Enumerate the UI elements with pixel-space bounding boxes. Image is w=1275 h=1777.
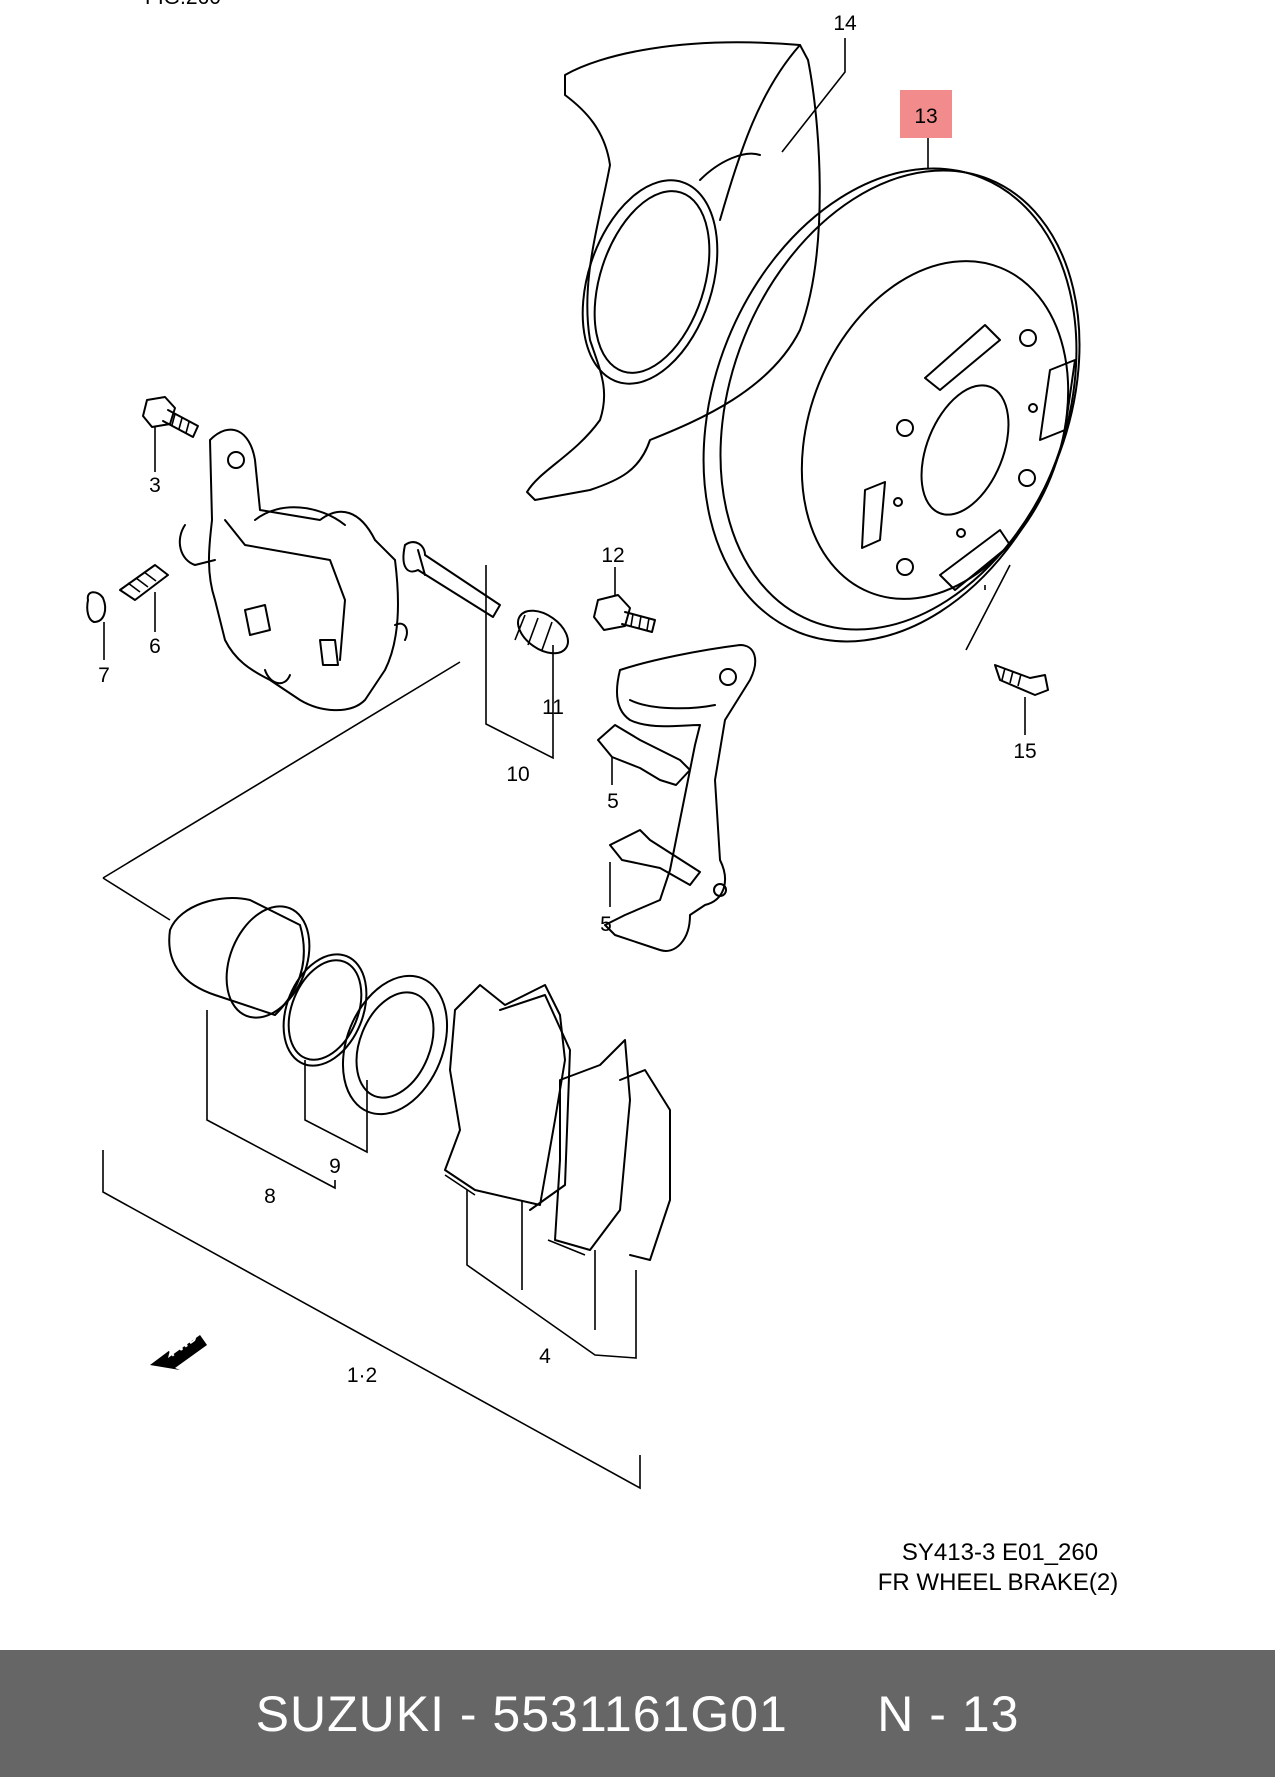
bleeder-screw	[119, 564, 169, 601]
pin-boot	[514, 609, 569, 655]
disc-screw	[994, 664, 1049, 696]
parts-diagram: FIG.260	[86, 0, 1118, 1596]
callout-9: 9	[329, 1155, 341, 1178]
diagram-title: FR WHEEL BRAKE(2)	[878, 1569, 1118, 1596]
callout-7: 7	[98, 664, 110, 687]
header-fragment: FIG.260	[145, 0, 221, 9]
piston-seal	[282, 953, 368, 1067]
footer-gap	[788, 1685, 877, 1743]
dust-shield	[526, 41, 821, 501]
footer-ref: N - 13	[877, 1685, 1020, 1742]
callout-6: 6	[149, 635, 161, 658]
footer-brand: SUZUKI	[255, 1685, 445, 1742]
caliper-body	[178, 428, 408, 712]
callout-labels: 14 13 3 6 7 12 11 10 5 5 15 9 8 4 1·2	[98, 12, 1037, 1387]
callout-10: 10	[506, 763, 529, 786]
callout-5-upper: 5	[607, 790, 619, 813]
caliper-bracket	[604, 644, 757, 952]
callout-15: 15	[1013, 740, 1036, 763]
footer-part-number: 5531161G01	[492, 1685, 788, 1742]
piston	[168, 897, 311, 1019]
brake-pads	[444, 984, 671, 1261]
leader-lines	[102, 38, 1026, 1490]
footer-separator: -	[444, 1685, 493, 1742]
callout-11: 11	[542, 696, 564, 719]
brake-disc	[702, 167, 1081, 643]
bleeder-cap	[86, 591, 107, 623]
callout-4: 4	[539, 1345, 551, 1368]
diagram-code: SY413-3 E01_260	[902, 1539, 1098, 1566]
bolt-12	[593, 594, 656, 633]
fwd-arrow: FWD	[150, 1328, 207, 1370]
callout-14: 14	[833, 12, 857, 35]
callout-8: 8	[264, 1185, 276, 1208]
footer-bar: SUZUKI - 5531161G01 N - 13	[0, 1650, 1275, 1777]
callout-13: 13	[914, 105, 937, 128]
callout-12: 12	[601, 544, 624, 567]
piston-boot	[341, 974, 449, 1116]
guide-pin	[402, 541, 501, 618]
callout-3: 3	[149, 474, 161, 497]
callout-5-lower: 5	[600, 913, 612, 936]
callout-13-highlight	[900, 90, 952, 138]
bolt-3	[142, 396, 199, 438]
callout-1-2: 1·2	[347, 1364, 377, 1387]
pad-clip-upper	[597, 724, 691, 786]
pad-clip-lower	[609, 829, 701, 886]
